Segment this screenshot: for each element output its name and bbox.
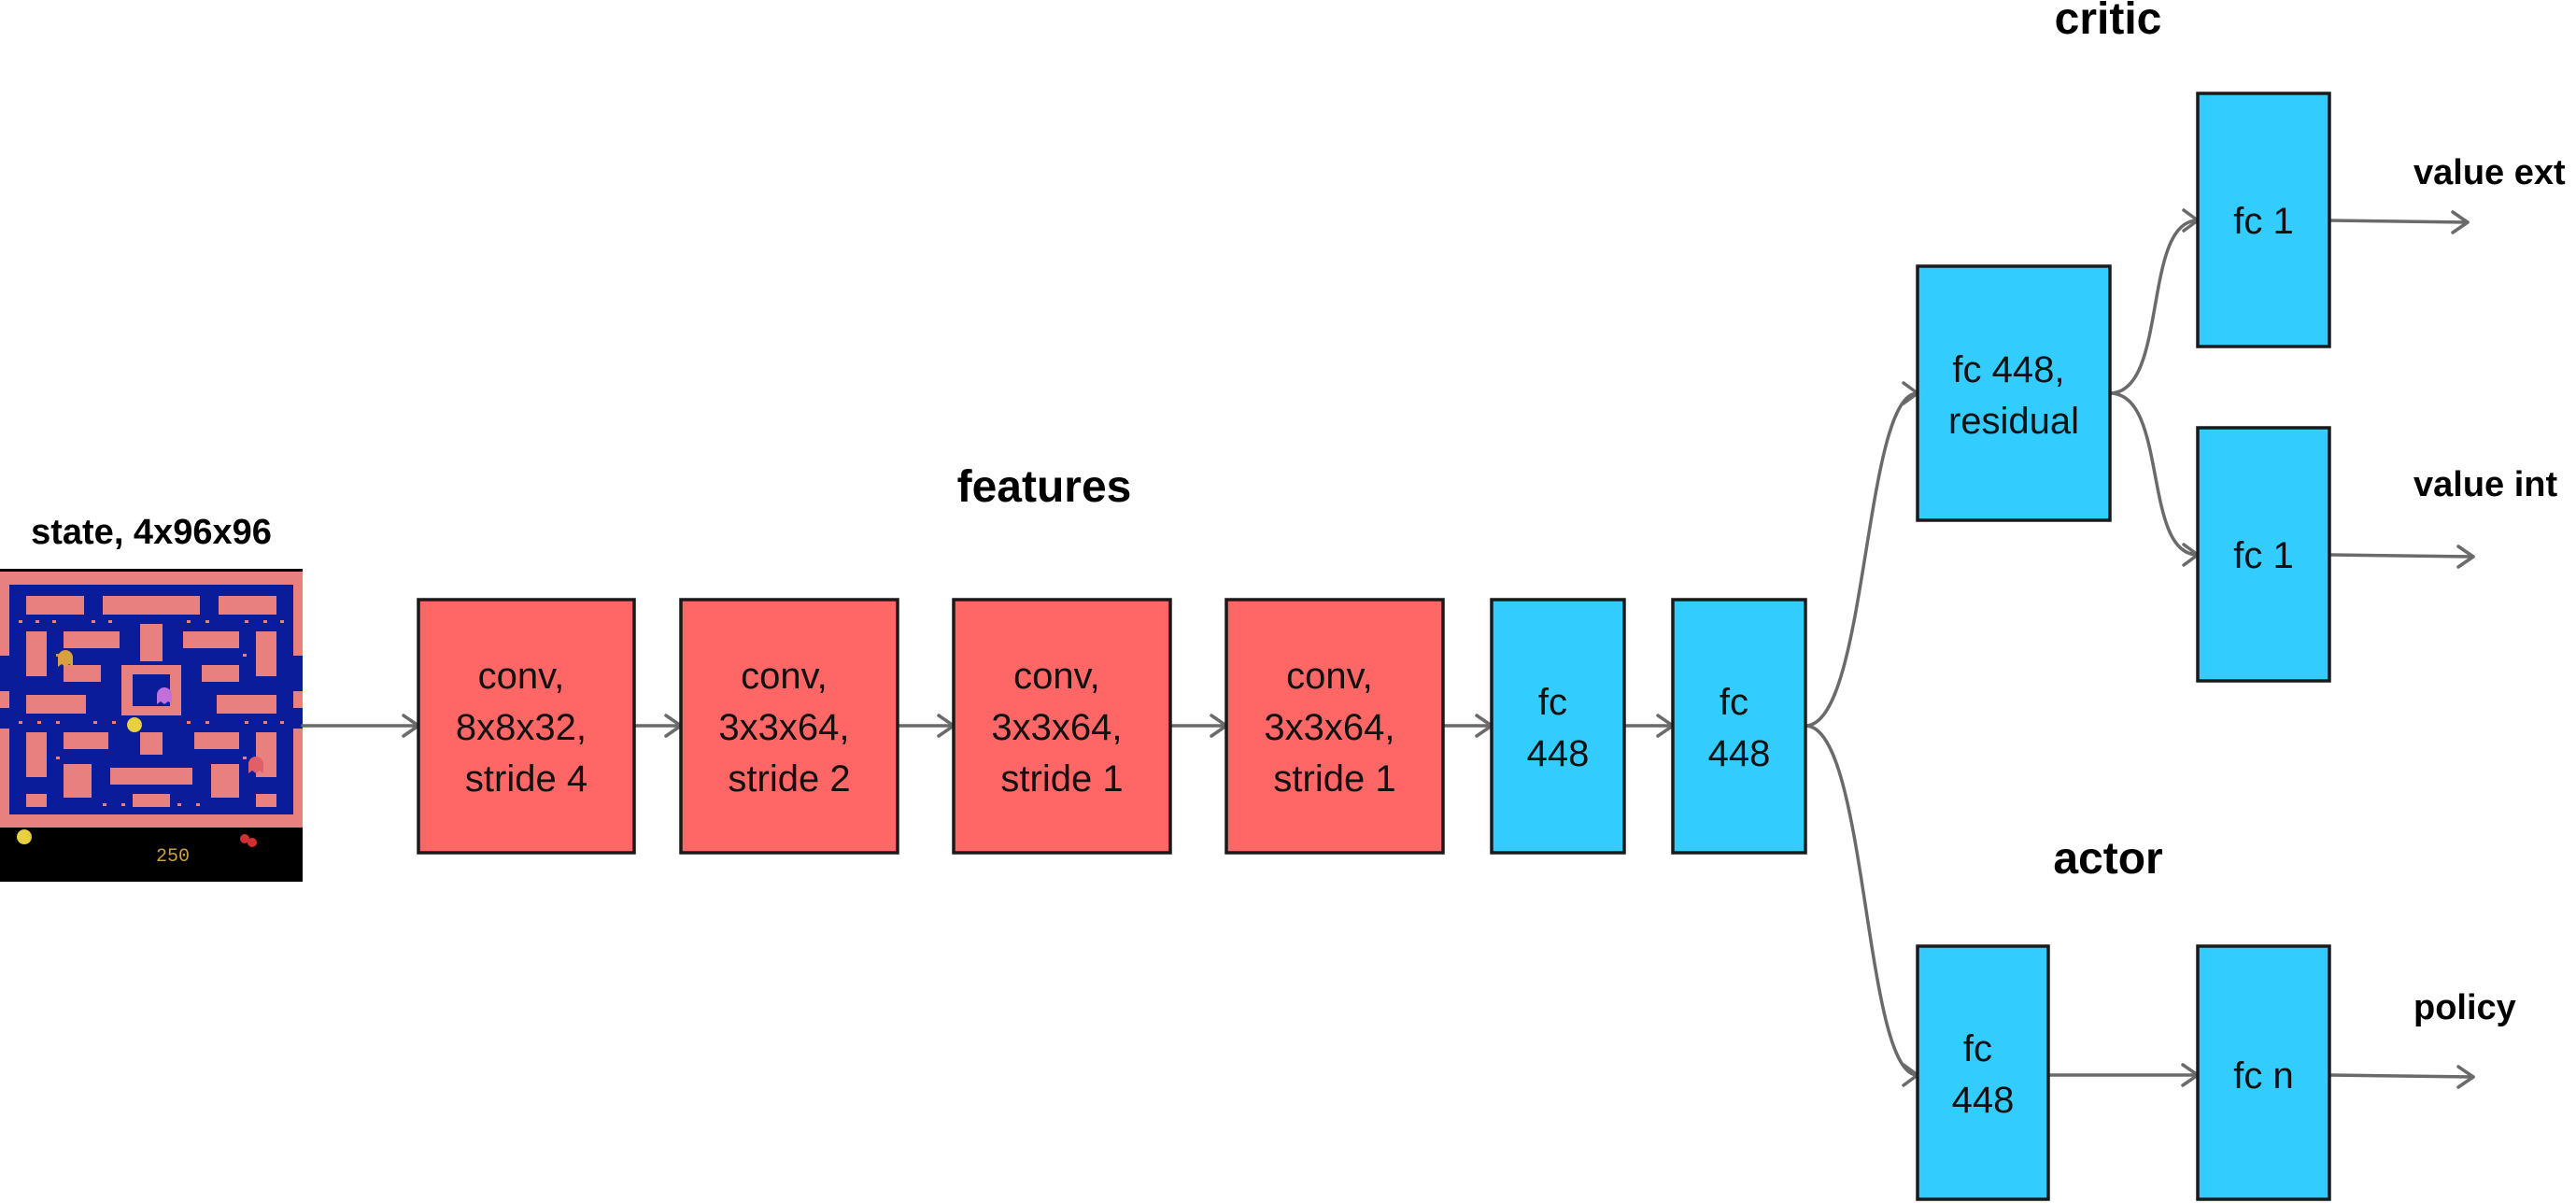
value-int-fc-block: fc 1 bbox=[2196, 426, 2331, 683]
edge-valueext-out-head bbox=[2451, 210, 2470, 234]
edge-critic-valueint bbox=[2108, 391, 2200, 557]
value-ext-fc-line1: fc 1 bbox=[2233, 201, 2293, 242]
conv3-line1: conv, bbox=[1013, 656, 1100, 697]
edge-fc2-critic-head bbox=[1902, 381, 1919, 405]
svg-text:fc 448, residual: fc 448, residual bbox=[1948, 349, 2079, 442]
fc2-line1: fc bbox=[1720, 682, 1748, 723]
features-title: features bbox=[957, 462, 1132, 512]
actor-fc-block: fc 448 bbox=[1916, 944, 2050, 1201]
state-score: 250 bbox=[156, 846, 190, 868]
policy-fc-line1: fc n bbox=[2233, 1055, 2293, 1097]
fc1-line2: 448 bbox=[1527, 733, 1590, 774]
fc2-line2: 448 bbox=[1708, 733, 1771, 774]
svg-text:conv, 3x3x64, stri: conv, 3x3x64, stride 1 bbox=[1264, 656, 1405, 800]
edge-fc2-actor bbox=[1804, 724, 1919, 1077]
critic-title: critic bbox=[2055, 0, 2162, 44]
edge-valueint-out bbox=[2328, 553, 2475, 559]
conv3-block: conv, 3x3x64, stride 1 bbox=[952, 598, 1172, 855]
svg-text:fc 448: fc 448 bbox=[1708, 682, 1771, 774]
fc1-line1: fc bbox=[1538, 682, 1567, 723]
value-ext-label: value ext bbox=[2413, 153, 2566, 192]
state-label: state, 4x96x96 bbox=[31, 513, 272, 552]
edge-policy-out bbox=[2328, 1073, 2475, 1079]
edge-fc2-critic bbox=[1804, 391, 1919, 728]
conv1-block: conv, 8x8x32, stride 4 bbox=[417, 598, 636, 855]
svg-text:fc 1: fc 1 bbox=[2233, 201, 2293, 242]
policy-fc-block: fc n bbox=[2196, 944, 2331, 1201]
edge-valueext-out bbox=[2328, 219, 2470, 224]
actor-fc-line1: fc bbox=[1963, 1028, 1992, 1069]
actor-fc-line2: 448 bbox=[1952, 1080, 2015, 1121]
edge-policy-out-head bbox=[2456, 1065, 2475, 1089]
conv4-line2: 3x3x64, bbox=[1264, 707, 1394, 748]
conv4-line1: conv, bbox=[1286, 656, 1373, 697]
svg-text:conv, 8x8x32, stri: conv, 8x8x32, stride 4 bbox=[456, 656, 597, 800]
conv2-block: conv, 3x3x64, stride 2 bbox=[679, 598, 899, 855]
actor-title: actor bbox=[2053, 834, 2162, 884]
svg-text:conv, 3x3x64, stri: conv, 3x3x64, stride 2 bbox=[718, 656, 859, 800]
conv1-line3: stride 4 bbox=[465, 758, 587, 800]
conv3-line3: stride 1 bbox=[1000, 758, 1123, 800]
value-int-fc-line1: fc 1 bbox=[2233, 535, 2293, 576]
critic-fc-block: fc 448, residual bbox=[1916, 264, 2112, 522]
policy-label: policy bbox=[2413, 988, 2516, 1027]
conv2-line1: conv, bbox=[741, 656, 828, 697]
value-ext-fc-block: fc 1 bbox=[2196, 92, 2331, 348]
value-int-label: value int bbox=[2413, 465, 2557, 504]
conv4-block: conv, 3x3x64, stride 1 bbox=[1224, 598, 1445, 855]
svg-text:fc 448: fc 448 bbox=[1952, 1028, 2015, 1121]
conv4-line3: stride 1 bbox=[1273, 758, 1395, 800]
edges bbox=[301, 208, 2475, 1089]
conv3-line2: 3x3x64, bbox=[991, 707, 1122, 748]
svg-text:fc n: fc n bbox=[2233, 1055, 2293, 1097]
conv1-line1: conv, bbox=[478, 656, 565, 697]
edge-critic-valueext bbox=[2108, 219, 2200, 395]
svg-text:conv, 3x3x64, stri: conv, 3x3x64, stride 1 bbox=[991, 656, 1132, 800]
edge-valueint-out-head bbox=[2456, 545, 2475, 569]
fc1-block: fc 448 bbox=[1490, 598, 1626, 855]
svg-text:fc 1: fc 1 bbox=[2233, 535, 2293, 576]
edge-fc2-actor-head bbox=[1902, 1063, 1919, 1087]
conv1-line2: 8x8x32, bbox=[456, 707, 587, 748]
critic-fc-line1: fc 448, bbox=[1952, 349, 2064, 390]
critic-fc-line2: residual bbox=[1948, 401, 2079, 442]
state-game-image: 250 bbox=[0, 569, 303, 882]
svg-text:fc 448: fc 448 bbox=[1527, 682, 1590, 774]
fc2-block: fc 448 bbox=[1671, 598, 1807, 855]
conv2-line3: stride 2 bbox=[728, 758, 850, 800]
conv2-line2: 3x3x64, bbox=[718, 707, 849, 748]
